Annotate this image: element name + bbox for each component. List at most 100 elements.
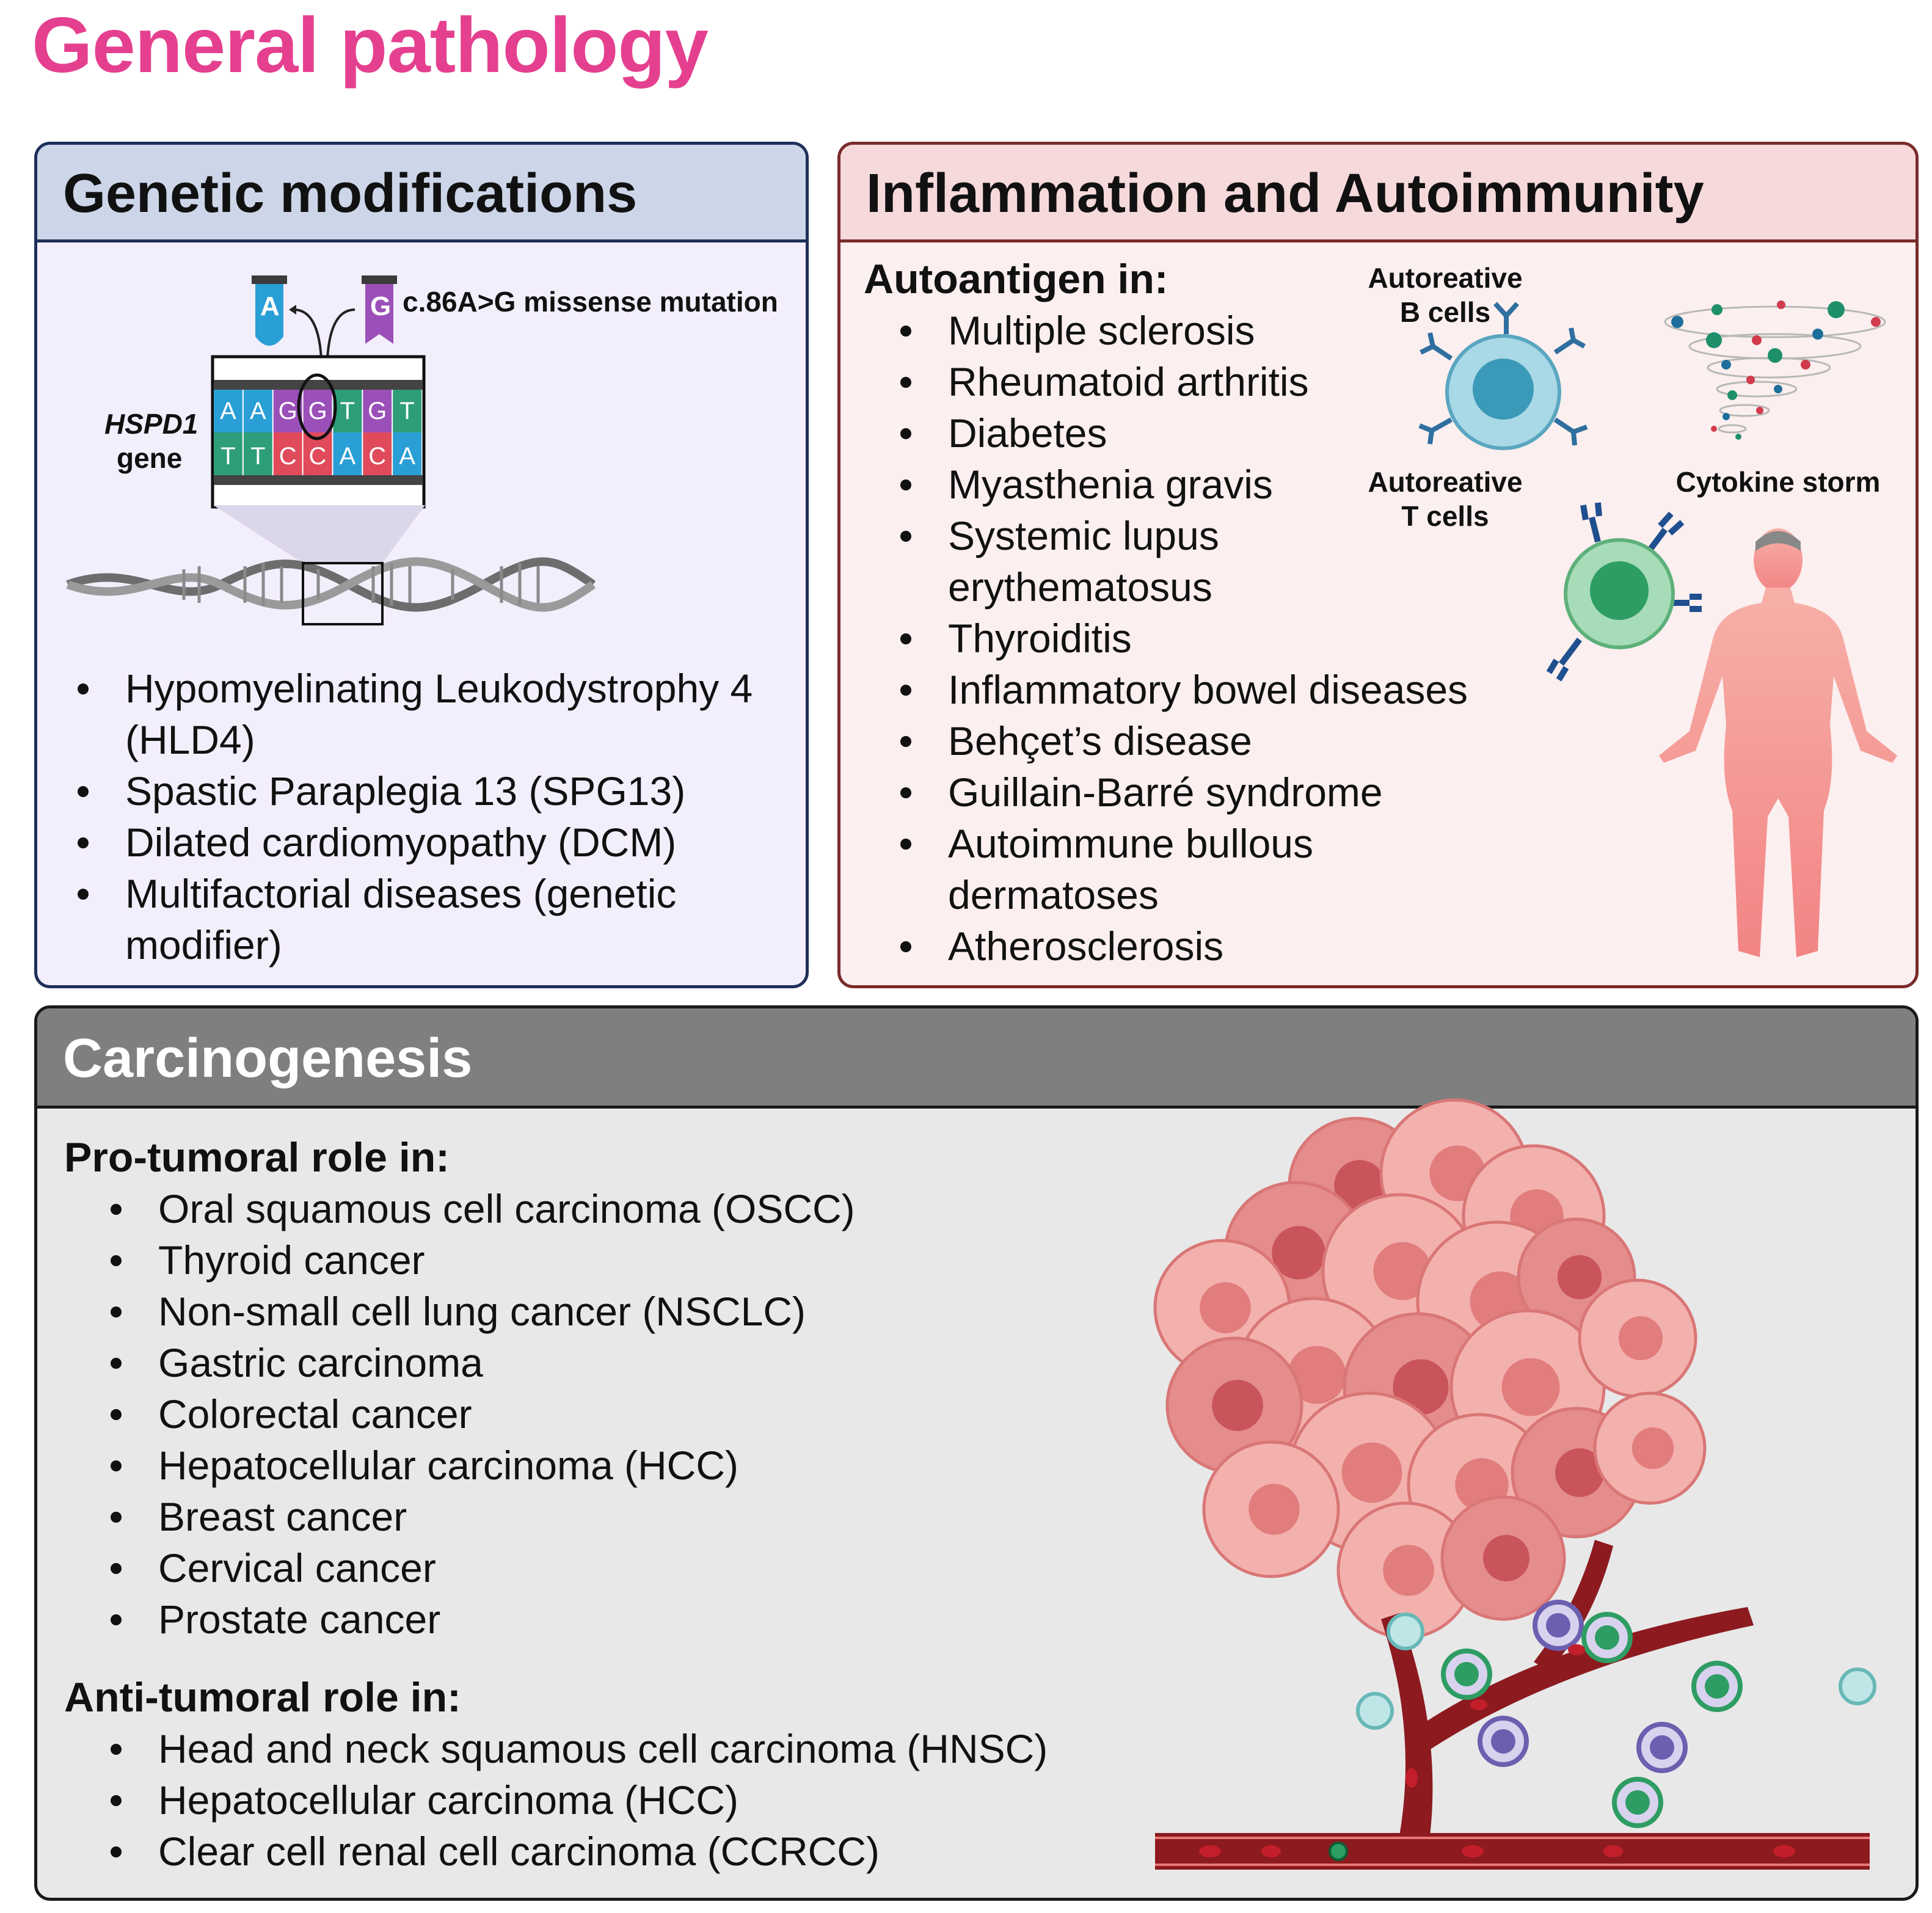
list-item: Inflammatory bowel diseases (894, 664, 1681, 715)
test-tube-g-icon (362, 275, 397, 344)
dna-base-bottom-letter: A (399, 443, 415, 470)
dna-base-top (243, 390, 272, 432)
dna-base-bottom (363, 432, 392, 475)
immune-cell-nucleus (1705, 1674, 1729, 1699)
dna-base-top-letter: T (340, 398, 355, 425)
immune-cell-nucleus (1595, 1625, 1619, 1650)
list-item: Thyroiditis (894, 613, 1681, 664)
list-item: Breast cancer (104, 1491, 1082, 1542)
dna-base-bottom (333, 432, 362, 475)
tumor-illustration (1153, 1098, 1876, 1870)
dna-base-bottom (243, 432, 272, 475)
dna-base-bottom-letter: C (279, 443, 297, 470)
tumor-cell-nucleus (1288, 1346, 1346, 1404)
list-item: Multiple sclerosis (894, 305, 1444, 356)
tumor-cell-nucleus (1501, 1358, 1560, 1416)
genetic-panel-heading: Genetic modifications (37, 145, 806, 242)
dna-base-bottom (273, 432, 302, 475)
pro-tumoral-subheading: Pro-tumoral role in: (64, 1134, 450, 1181)
anti-tumoral-list: Head and neck squamous cell carcinoma (H… (104, 1723, 1204, 1877)
cytokine-storm-icon (1664, 301, 1886, 440)
b-cells-label: Autoreative B cells (1368, 262, 1523, 328)
dna-base-top-letter: A (250, 398, 266, 425)
dna-base-top-letter: G (308, 398, 327, 425)
b-cell-icon (1418, 302, 1588, 450)
tumor-cell-nucleus (1373, 1242, 1432, 1300)
pro-tumoral-list: Oral squamous cell carcinoma (OSCC) Thyr… (104, 1183, 1082, 1645)
dna-base-top-letter: G (368, 398, 387, 425)
autoantigen-subheading: Autoantigen in: (864, 256, 1168, 302)
list-item: Diabetes (894, 407, 1444, 459)
list-item: Autoimmune bullous dermatoses (894, 818, 1444, 920)
list-item: Spastic Paraplegia 13 (SPG13) (71, 765, 792, 817)
dna-base-bottom-letter: A (340, 443, 356, 470)
list-item: Prostate cancer (104, 1594, 1082, 1645)
tumor-cell-nucleus (1555, 1448, 1604, 1497)
tumor-cell-nucleus (1618, 1316, 1663, 1361)
list-item: Hepatocellular carcinoma (HCC) (104, 1774, 1204, 1826)
tumor-cell-nucleus (1557, 1255, 1602, 1300)
dna-base-top (333, 390, 362, 432)
list-item: Multifactorial diseases (genetic modifie… (71, 868, 792, 971)
list-item: Systemic lupus erythematosus (894, 510, 1444, 613)
cytokine-storm-label: Cytokine storm (1675, 466, 1881, 498)
list-item: Atherosclerosis (894, 920, 1444, 972)
cytokine-particle (1356, 1692, 1394, 1730)
dna-base-bottom-letter: T (221, 443, 235, 470)
list-item: Non-small cell lung cancer (NSCLC) (104, 1286, 1082, 1337)
cytokine-particle (1387, 1612, 1424, 1650)
list-item: Behçet’s disease (894, 715, 1681, 767)
list-item: Clear cell renal cell carcinoma (CCRCC) (104, 1826, 1204, 1877)
tumor-cell-nucleus (1212, 1380, 1263, 1431)
human-body-icon (1659, 528, 1897, 957)
test-tube-a-icon (252, 275, 287, 346)
tumor-cell-nucleus (1272, 1226, 1325, 1280)
inflammation-panel-heading: Inflammation and Autoimmunity (840, 145, 1916, 242)
list-item: Gastric carcinoma (104, 1337, 1082, 1388)
carcinogenesis-panel-heading: Carcinogenesis (37, 1008, 1916, 1109)
dna-base-top (303, 390, 332, 432)
dna-base-bottom-letter: C (368, 443, 386, 470)
mutation-label: c.86A>G missense mutation (403, 286, 778, 318)
dna-base-top-letter: A (220, 398, 236, 425)
tumor-cell-nucleus (1393, 1359, 1449, 1415)
dna-base-bottom (393, 432, 421, 475)
dna-base-bottom-letter: C (309, 443, 327, 470)
page-title: General pathology (32, 2, 709, 89)
tumor-cell-nucleus (1200, 1282, 1251, 1333)
tube-g-letter: G (370, 291, 392, 321)
list-item: Thyroid cancer (104, 1234, 1082, 1286)
tumor-cell-nucleus (1383, 1545, 1434, 1596)
cytokine-particle (1839, 1667, 1876, 1705)
immune-cell-nucleus (1650, 1735, 1674, 1760)
dna-helix-icon (66, 505, 596, 625)
dna-base-top (214, 390, 242, 432)
list-item: Oral squamous cell carcinoma (OSCC) (104, 1183, 1082, 1234)
immune-cell-nucleus (1454, 1662, 1479, 1686)
immune-cell-nucleus (1491, 1729, 1515, 1754)
autoimmune-disease-list: Multiple sclerosis Rheumatoid arthritis … (894, 305, 1468, 972)
immune-cell-nucleus (1625, 1790, 1650, 1815)
mutation-arrows-icon (289, 305, 355, 365)
immune-cell-nucleus (1546, 1613, 1570, 1638)
list-item: Head and neck squamous cell carcinoma (H… (104, 1723, 1204, 1774)
inflammation-autoimmunity-panel: Inflammation and Autoimmunity Autoantige… (837, 142, 1919, 988)
anti-tumoral-subheading: Anti-tumoral role in: (64, 1674, 461, 1721)
list-item: Myasthenia gravis (894, 459, 1444, 510)
dna-base-top (393, 390, 421, 432)
tumor-cell-nucleus (1341, 1442, 1402, 1503)
tumor-cell-nucleus (1249, 1484, 1300, 1535)
list-item: Rheumatoid arthritis (894, 356, 1444, 407)
dna-base-top-letter: G (279, 398, 297, 425)
dna-base-top (363, 390, 392, 432)
tumor-cell-nucleus (1631, 1427, 1674, 1470)
dna-base-bottom (214, 432, 242, 475)
tube-a-letter: A (260, 291, 280, 321)
list-item: Guillain-Barré syndrome (894, 767, 1681, 818)
list-item: Colorectal cancer (104, 1388, 1082, 1440)
carcinogenesis-panel: Carcinogenesis Pro-tumoral role in: Oral… (34, 1005, 1919, 1901)
list-item: Hepatocellular carcinoma (HCC) (104, 1440, 1082, 1491)
genetic-modifications-panel: Genetic modifications A G c.86A>G missen… (34, 142, 809, 988)
t-cells-label: Autoreative T cells (1368, 466, 1523, 532)
